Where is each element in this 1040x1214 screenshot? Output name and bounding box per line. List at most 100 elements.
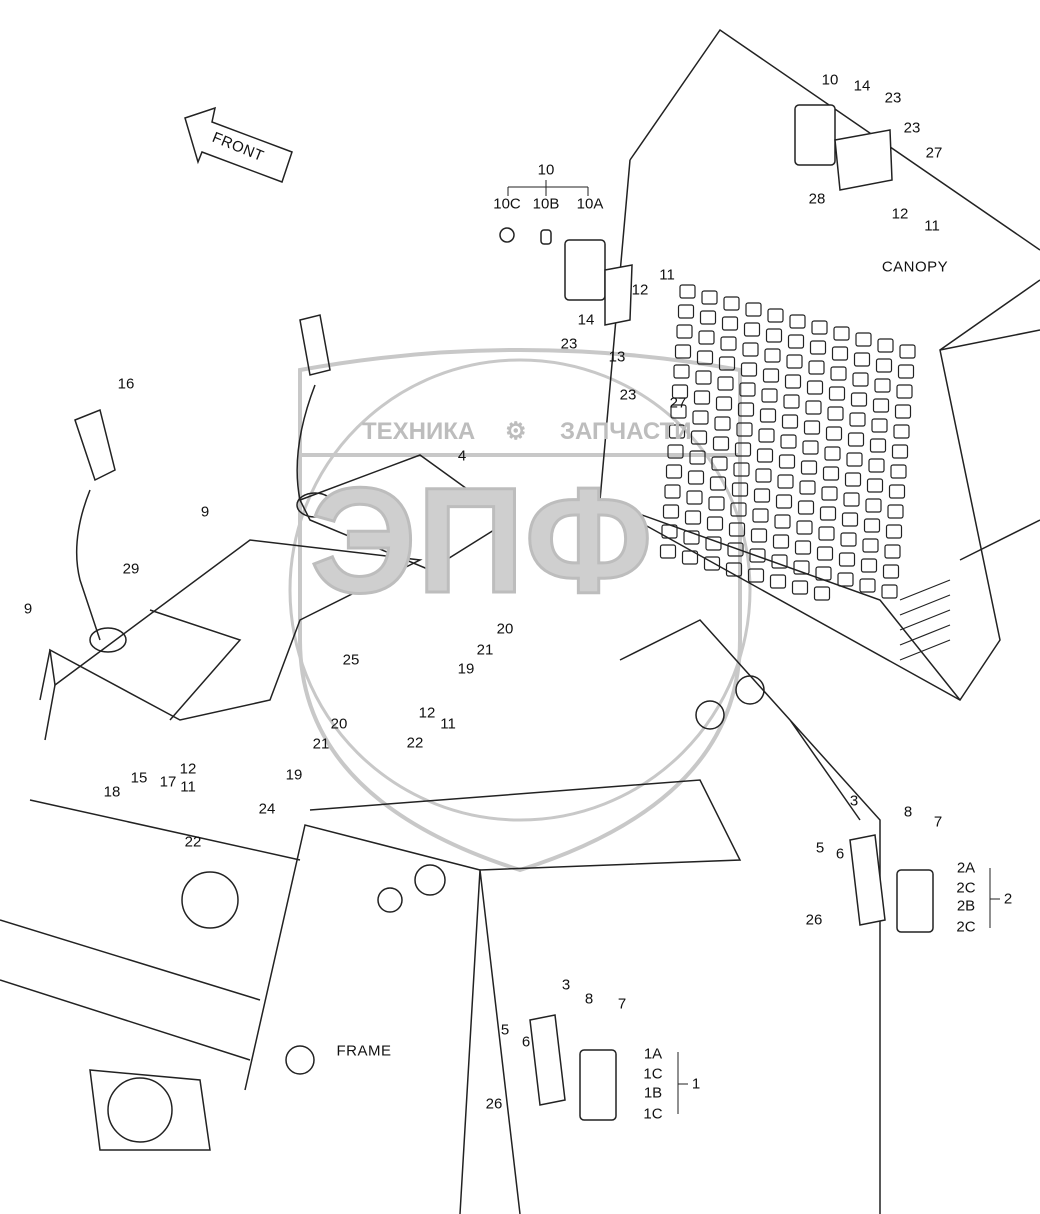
canopy-label: CANOPY xyxy=(881,258,949,276)
watermark-top-text: ТЕХНИКА xyxy=(362,418,476,445)
mesh-cell xyxy=(816,546,834,561)
mesh-cell xyxy=(721,316,739,331)
mesh-cell xyxy=(730,502,747,517)
part-callout-28: 28 xyxy=(808,190,826,208)
mesh-cell xyxy=(695,370,712,385)
mesh-cell xyxy=(868,458,885,473)
gear-icon: ⚙ xyxy=(505,418,527,445)
mesh-cell xyxy=(789,314,806,329)
mesh-cell xyxy=(765,328,783,343)
mesh-cell xyxy=(808,360,825,375)
part-callout-6: 6 xyxy=(521,1033,531,1051)
part-callout-10b: 10B xyxy=(532,195,560,213)
mesh-cell xyxy=(731,482,749,497)
mesh-cell xyxy=(664,484,681,499)
mesh-cell xyxy=(872,398,890,413)
mesh-cell xyxy=(723,296,740,311)
part-callout-14: 14 xyxy=(577,311,595,329)
part-callout-23: 23 xyxy=(619,386,637,404)
mesh-cell xyxy=(718,356,736,371)
mesh-cell xyxy=(750,528,768,543)
mesh-cell xyxy=(827,406,844,421)
part-callout-6: 6 xyxy=(835,845,845,863)
mesh-cell xyxy=(774,514,791,529)
part-callout-26: 26 xyxy=(485,1095,503,1113)
mesh-cell xyxy=(701,290,718,305)
mesh-cell xyxy=(799,480,816,495)
mesh-cell xyxy=(844,472,862,487)
part-callout-11: 11 xyxy=(659,266,675,284)
mesh-cell xyxy=(828,386,846,401)
part-callout-12: 12 xyxy=(418,704,436,722)
part-callout-2: 2 xyxy=(1003,890,1013,908)
mesh-cell xyxy=(747,568,765,583)
mesh-cell xyxy=(899,344,916,359)
mesh-cell xyxy=(758,428,775,443)
part-callout-22: 22 xyxy=(184,833,202,851)
mesh-cell xyxy=(687,470,705,485)
part-callout-1c: 1C xyxy=(643,1105,663,1123)
mesh-cell xyxy=(840,532,857,547)
mesh-cell xyxy=(852,372,869,387)
part-callout-21: 21 xyxy=(476,641,494,659)
part-callout-8: 8 xyxy=(903,803,913,821)
part-callout-4: 4 xyxy=(457,447,467,465)
part-callout-27: 27 xyxy=(669,394,687,412)
mesh-cell xyxy=(703,556,721,571)
part-callout-10: 10 xyxy=(537,161,555,179)
mesh-cell xyxy=(665,464,683,479)
mesh-cell xyxy=(686,490,703,505)
mesh-cell xyxy=(888,484,906,499)
mesh-cell xyxy=(745,302,762,317)
part-callout-20: 20 xyxy=(330,715,348,733)
mesh-cell xyxy=(859,578,876,593)
mesh-cell xyxy=(771,554,788,569)
mesh-cell xyxy=(800,460,818,475)
mesh-cell xyxy=(739,382,756,397)
control-plate xyxy=(39,314,512,741)
mesh-cell xyxy=(893,424,910,439)
mesh-cell xyxy=(668,424,686,439)
mesh-cell xyxy=(673,364,690,379)
frame-label: FRAME xyxy=(336,1042,392,1060)
part-callout-10: 10 xyxy=(821,71,839,89)
mesh-cell xyxy=(772,534,790,549)
mesh-cell xyxy=(891,444,909,459)
mesh-cell xyxy=(762,368,780,383)
mesh-cell xyxy=(818,526,835,541)
mesh-cell xyxy=(692,410,709,425)
mesh-cell xyxy=(802,440,819,455)
watermark-logo xyxy=(288,348,752,873)
mesh-cell xyxy=(869,438,887,453)
part-callout-16: 16 xyxy=(117,375,135,393)
mesh-cell xyxy=(749,548,766,563)
mesh-cell xyxy=(794,540,812,555)
mesh-cell xyxy=(786,354,803,369)
mesh-cell xyxy=(825,426,843,441)
mesh-cell xyxy=(698,330,715,345)
mesh-cell xyxy=(821,486,838,501)
part-callout-1c: 1C xyxy=(643,1065,663,1083)
mesh-cell xyxy=(822,466,840,481)
part-callout-2a: 2A xyxy=(956,859,976,877)
mesh-cell xyxy=(714,416,731,431)
mesh-cell xyxy=(887,504,904,519)
part-callout-18: 18 xyxy=(103,783,121,801)
mesh-cell xyxy=(860,558,878,573)
mesh-cell xyxy=(755,468,772,483)
part-callout-23: 23 xyxy=(903,119,921,137)
mesh-cell xyxy=(850,392,868,407)
mesh-cell xyxy=(736,422,753,437)
part-callout-2c: 2C xyxy=(956,918,976,936)
mesh-cell xyxy=(793,560,810,575)
mesh-cell xyxy=(674,344,692,359)
mesh-cell xyxy=(712,436,730,451)
part-callout-9: 9 xyxy=(200,503,210,521)
mesh-cell xyxy=(752,508,769,523)
mesh-cell xyxy=(696,350,714,365)
watermark-bottom-text: ЗАПЧАСТИ xyxy=(560,418,692,445)
part-callout-3: 3 xyxy=(561,976,571,994)
mesh-cell xyxy=(882,564,900,579)
mesh-cell xyxy=(894,404,912,419)
part-callout-11: 11 xyxy=(440,715,456,733)
